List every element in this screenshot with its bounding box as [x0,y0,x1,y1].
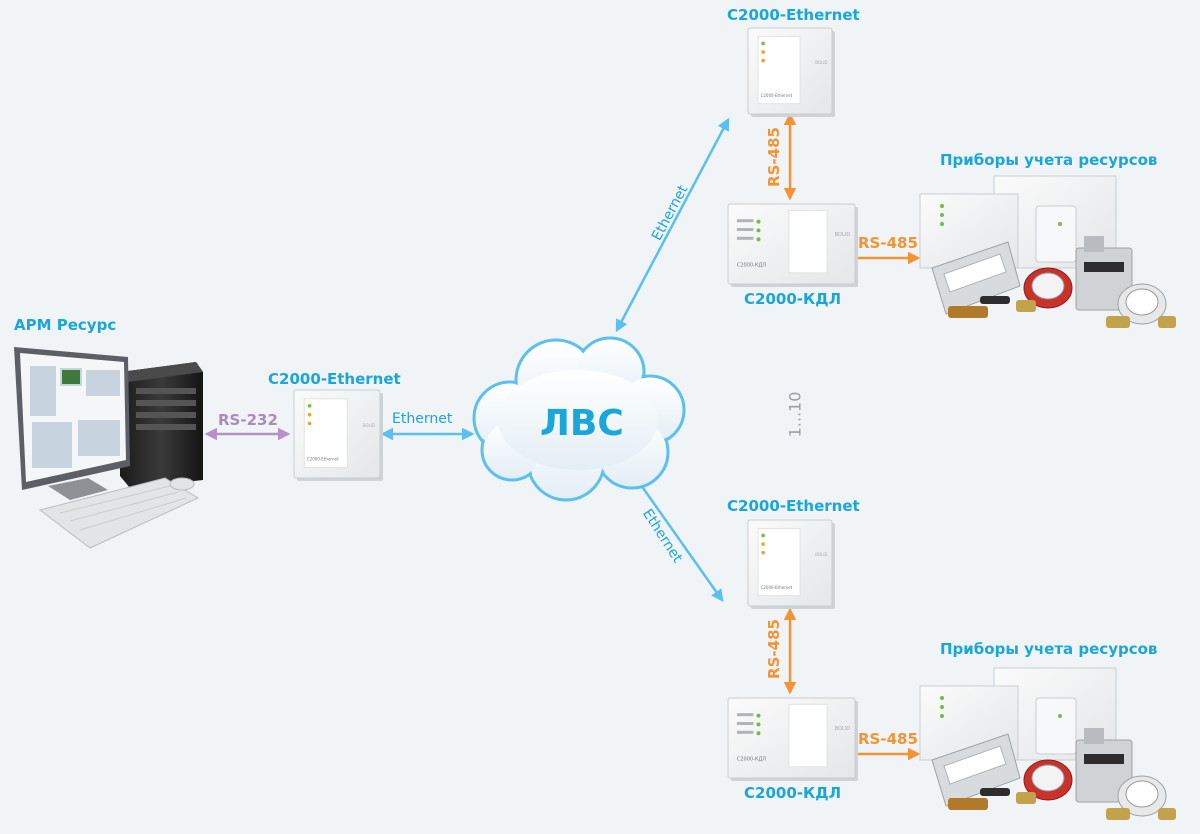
meters [919,175,1176,820]
device-model-text: С2000-КДЛ [737,756,766,762]
branch-1-controller-label: С2000-КДЛ [744,290,842,308]
device-model-text: С2000-Ethernet [761,93,793,98]
branch-1-ethernet-converter: С2000-Ethernet BOLID [747,27,835,117]
device-model-text: С2000-Ethernet [761,585,793,590]
arm-label: АРМ Ресурс [14,316,117,334]
ethernet-link-branch-1 [615,117,730,333]
branch-2-meters-label: Приборы учета ресурсов [940,640,1158,658]
bolid-mark: BOLID [815,60,827,65]
branch-1-resource-meters [919,175,1176,328]
ethernet-main-label: Ethernet [392,411,453,427]
lan-label: ЛВС [540,403,624,444]
branch-2-rs485-vertical-label: RS-485 [764,619,783,679]
branch-1-meters-label: Приборы учета ресурсов [940,151,1158,169]
device-model-text: С2000-Ethernet [307,456,339,461]
branch-2-rs485-horizontal-label: RS-485 [858,730,918,748]
branch-2-kdl-controller: С2000-КДЛ BOLID [727,697,858,781]
devices: С2000-EthernetBOLIDС2000-EthernetBOLIDС2… [293,27,858,781]
branch-1-converter-label: С2000-Ethernet [727,6,860,24]
branch-2-resource-meters [919,667,1176,820]
branch-count-label: 1...10 [785,391,805,438]
main-converter-label: С2000-Ethernet [268,370,401,388]
branch-2-ethernet-converter: С2000-Ethernet BOLID [747,519,835,609]
branch-2-converter-label: С2000-Ethernet [727,497,860,515]
bolid-mark: BOLID [363,423,375,428]
workstation-computer [14,347,203,549]
branch-2-controller-label: С2000-КДЛ [744,784,842,802]
rs232-label: RS-232 [218,411,278,429]
bolid-mark: BOLID [835,232,851,238]
branch-1-rs485-vertical-label: RS-485 [764,127,783,187]
ethernet-link-branch-2 [634,475,724,603]
main-ethernet-converter: С2000-Ethernet BOLID [293,389,383,481]
branch-1-kdl-controller: С2000-КДЛ BOLID [727,203,858,287]
bolid-mark: BOLID [835,726,851,732]
bolid-mark: BOLID [815,552,827,557]
lan-cloud [472,336,686,502]
device-model-text: С2000-КДЛ [737,262,766,268]
branch-1-rs485-horizontal-label: RS-485 [858,234,918,252]
